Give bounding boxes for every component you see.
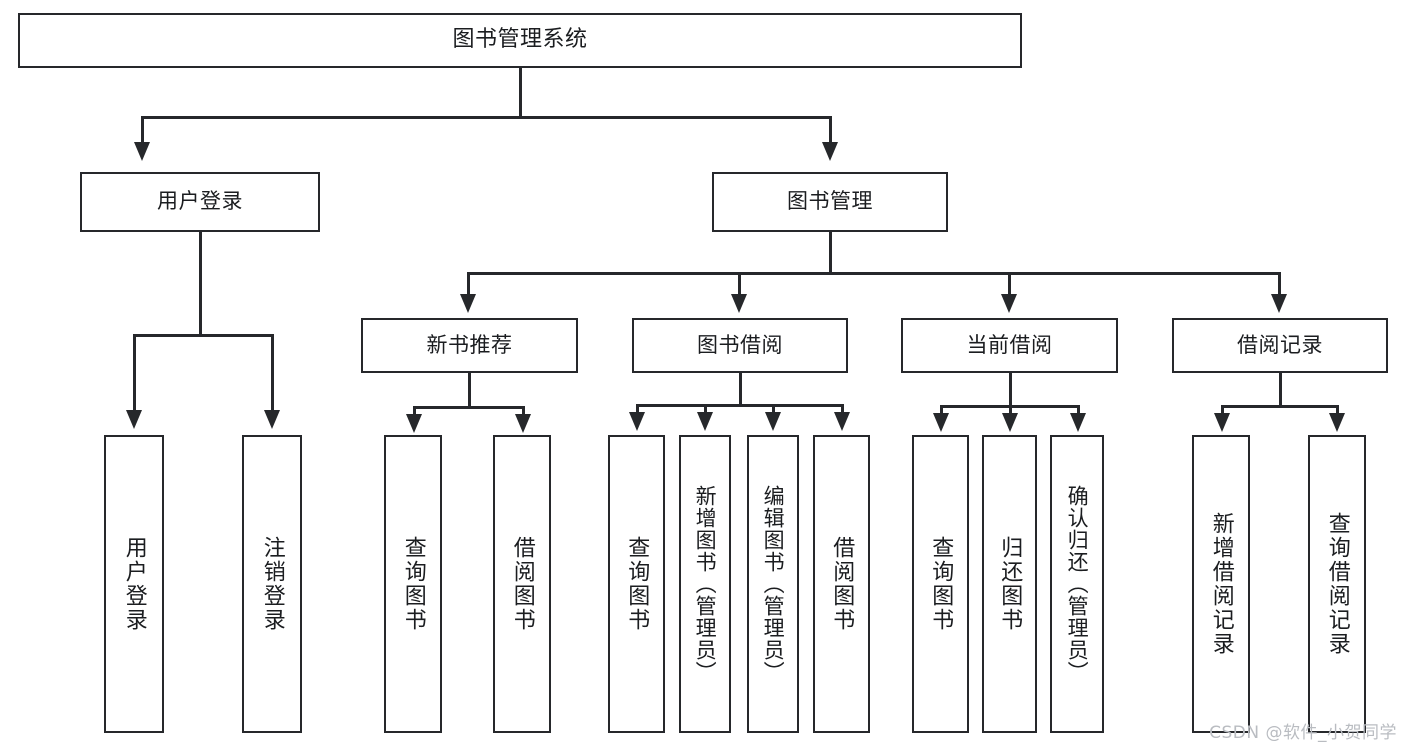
arrow-to-leaf-logout-login (264, 410, 280, 429)
node-book-borrow[interactable]: 图书借阅 (632, 318, 848, 373)
node-label: 图书管理 (787, 189, 873, 214)
arrow-to-leaf-return-book (1002, 413, 1018, 432)
leaf-return-book[interactable]: 归还图书 (982, 435, 1037, 733)
edge-borrow-record-stem (1279, 373, 1282, 407)
arrow-to-leaf-user-login (126, 410, 142, 429)
node-label: 用户登录 (157, 189, 243, 214)
edge-book-management-stem (829, 232, 832, 274)
edge-root-stem (519, 68, 522, 118)
node-label: 图书借阅 (697, 332, 783, 357)
edge-new-book-stem (468, 373, 471, 408)
node-label: 新书推荐 (426, 332, 513, 357)
node-label: 查询借阅记录 (1324, 512, 1350, 656)
node-label: 编辑图书（管理员） (761, 485, 786, 683)
arrow-to-leaf-confirm-return (1070, 413, 1086, 432)
edge-br-to-leaf-2 (1336, 405, 1339, 415)
node-book-management[interactable]: 图书管理 (712, 172, 948, 232)
arrow-to-borrow-record (1271, 294, 1287, 313)
node-label: 归还图书 (997, 536, 1023, 632)
leaf-logout-login[interactable]: 注销登录 (242, 435, 302, 733)
edge-book-management-bus (468, 272, 1280, 275)
edge-user-login-bus (134, 334, 274, 337)
leaf-add-record[interactable]: 新增借阅记录 (1192, 435, 1250, 733)
node-current-borrow[interactable]: 当前借阅 (901, 318, 1118, 373)
edge-new-book-bus (414, 406, 524, 409)
edge-bb-to-leaf-2 (704, 404, 707, 414)
edge-nb-to-leaf-2 (522, 406, 525, 416)
edge-cb-to-leaf-2 (1009, 405, 1012, 415)
edge-book-borrow-bus (637, 404, 843, 407)
node-label: 借阅记录 (1237, 332, 1323, 357)
node-label: 新增借阅记录 (1208, 512, 1234, 656)
node-root-book-management-system[interactable]: 图书管理系统 (18, 13, 1022, 68)
arrow-to-book-management (822, 142, 838, 161)
edge-root-bus (142, 116, 832, 119)
leaf-edit-book[interactable]: 编辑图书（管理员） (747, 435, 799, 733)
node-label: 查询图书 (624, 536, 650, 632)
leaf-query-book-2[interactable]: 查询图书 (608, 435, 665, 733)
edge-user-login-to-leaf-1 (133, 334, 136, 412)
edge-bb-to-leaf-1 (636, 404, 639, 414)
arrow-to-leaf-query-book-2 (629, 412, 645, 431)
edge-bb-to-leaf-3 (772, 404, 775, 414)
edge-root-to-book-management (829, 116, 832, 146)
node-new-book-recommend[interactable]: 新书推荐 (361, 318, 578, 373)
edge-borrow-record-bus (1222, 405, 1338, 408)
arrow-to-leaf-borrow-book-2 (834, 412, 850, 431)
node-label: 查询图书 (928, 536, 954, 632)
edge-cb-to-leaf-1 (940, 405, 943, 415)
leaf-query-book-3[interactable]: 查询图书 (912, 435, 969, 733)
leaf-query-book-1[interactable]: 查询图书 (384, 435, 442, 733)
edge-bm-to-new-book (467, 272, 470, 296)
node-label: 确认归还（管理员） (1065, 485, 1090, 683)
node-label: 查询图书 (400, 536, 426, 632)
edge-bb-to-leaf-4 (841, 404, 844, 414)
node-label: 用户登录 (121, 536, 147, 632)
leaf-user-login[interactable]: 用户登录 (104, 435, 164, 733)
leaf-borrow-book-1[interactable]: 借阅图书 (493, 435, 551, 733)
edge-br-to-leaf-1 (1221, 405, 1224, 415)
arrow-to-leaf-query-book-3 (933, 413, 949, 432)
arrow-to-book-borrow (731, 294, 747, 313)
node-label: 图书管理系统 (452, 27, 588, 53)
arrow-to-new-book-recommend (460, 294, 476, 313)
edge-nb-to-leaf-1 (413, 406, 416, 416)
edge-current-borrow-stem (1009, 373, 1012, 407)
arrow-to-leaf-query-book-1 (406, 414, 422, 433)
arrow-to-current-borrow (1001, 294, 1017, 313)
leaf-add-book[interactable]: 新增图书（管理员） (679, 435, 731, 733)
node-borrow-record[interactable]: 借阅记录 (1172, 318, 1388, 373)
edge-book-borrow-stem (739, 373, 742, 406)
node-label: 借阅图书 (509, 536, 535, 632)
node-user-login[interactable]: 用户登录 (80, 172, 320, 232)
arrow-to-leaf-edit-book (765, 412, 781, 431)
edge-bm-to-book-borrow (738, 272, 741, 296)
edge-cb-to-leaf-3 (1077, 405, 1080, 415)
leaf-confirm-return[interactable]: 确认归还（管理员） (1050, 435, 1104, 733)
arrow-to-leaf-borrow-book-1 (515, 414, 531, 433)
node-label: 当前借阅 (966, 332, 1053, 357)
node-label: 注销登录 (259, 536, 285, 632)
edge-bm-to-borrow-record (1278, 272, 1281, 296)
csdn-watermark: CSDN @软件_小贺同学 (1209, 723, 1397, 743)
edge-bm-to-current-borrow (1008, 272, 1011, 296)
leaf-query-record[interactable]: 查询借阅记录 (1308, 435, 1366, 733)
arrow-to-user-login (134, 142, 150, 161)
arrow-to-leaf-add-record (1214, 413, 1230, 432)
edge-user-login-stem (199, 232, 202, 336)
arrow-to-leaf-query-record (1329, 413, 1345, 432)
edge-user-login-to-leaf-2 (271, 334, 274, 412)
leaf-borrow-book-2[interactable]: 借阅图书 (813, 435, 870, 733)
node-label: 借阅图书 (829, 536, 855, 632)
edge-root-to-user-login (141, 116, 144, 146)
arrow-to-leaf-add-book (697, 412, 713, 431)
node-label: 新增图书（管理员） (693, 485, 718, 683)
